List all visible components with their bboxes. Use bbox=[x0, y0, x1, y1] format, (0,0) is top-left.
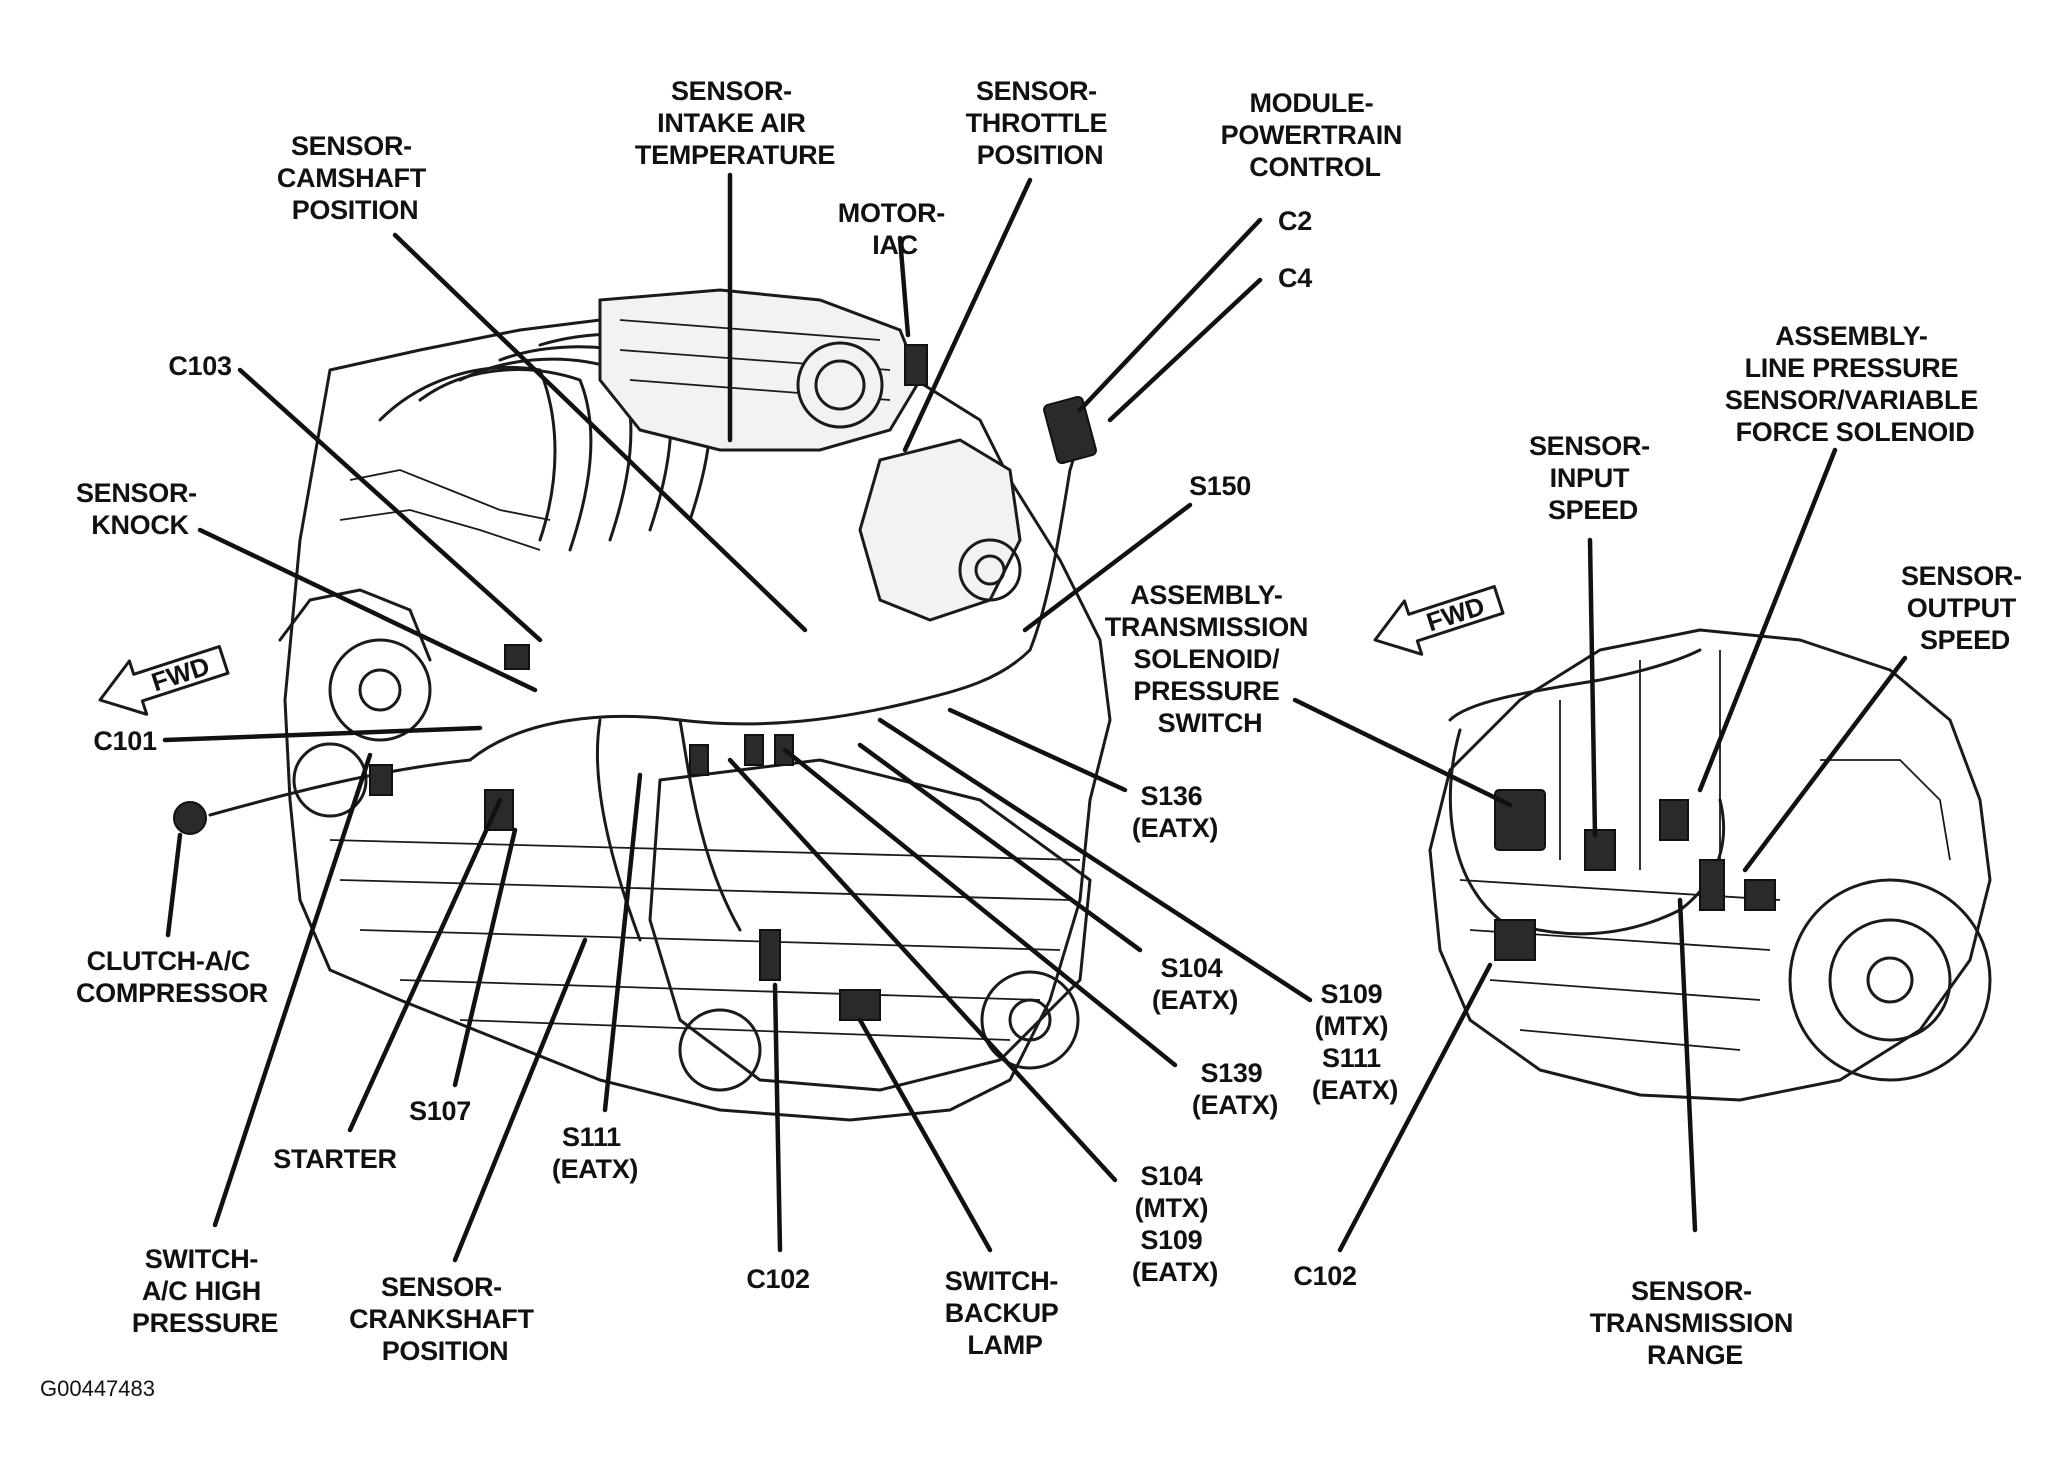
engine-assembly-illustration bbox=[173, 288, 1112, 1122]
label-switch-backup-lamp: SWITCH- BACKUP LAMP bbox=[945, 1266, 1066, 1360]
fwd-arrow-left: FWD bbox=[98, 645, 230, 716]
leader-input-speed bbox=[1587, 537, 1598, 838]
label-transmission-range: SENSOR- TRANSMISSION RANGE bbox=[1590, 1276, 1801, 1370]
leader-s136 bbox=[947, 707, 1128, 793]
leader-crankshaft-position bbox=[452, 937, 588, 1263]
label-throttle-position: SENSOR- THROTTLE POSITION bbox=[966, 76, 1115, 170]
diagram-labels: SENSOR- CAMSHAFT POSITION SENSOR- INTAKE… bbox=[76, 76, 2029, 1370]
label-intake-air-temperature: SENSOR- INTAKE AIR TEMPERATURE bbox=[635, 76, 835, 170]
fwd-arrow-left-text: FWD bbox=[148, 650, 214, 697]
leader-sensor-knock bbox=[197, 527, 538, 693]
label-assembly-transmission-solenoid: ASSEMBLY- TRANSMISSION SOLENOID/ PRESSUR… bbox=[1105, 580, 1316, 738]
leader-s150 bbox=[1022, 502, 1193, 633]
label-camshaft-position: SENSOR- CAMSHAFT POSITION bbox=[277, 131, 433, 225]
leader-c102-right bbox=[1337, 962, 1493, 1253]
label-c4: C4 bbox=[1278, 263, 1312, 293]
leader-s109-mtx bbox=[877, 717, 1313, 1003]
leader-line-pressure-sensor bbox=[1697, 447, 1838, 793]
figure-id: G00447483 bbox=[40, 1376, 155, 1401]
leader-s111-eatx bbox=[602, 772, 643, 1113]
label-motor-iac: MOTOR- IAC bbox=[838, 198, 952, 260]
label-s104-mtx: S104 (MTX) S109 (EATX) bbox=[1132, 1161, 1218, 1287]
leader-c2 bbox=[1077, 217, 1263, 413]
leader-switch-backup-lamp bbox=[857, 1017, 993, 1253]
label-s139: S139 (EATX) bbox=[1192, 1058, 1278, 1120]
label-output-speed: SENSOR- OUTPUT SPEED bbox=[1901, 561, 2029, 655]
label-input-speed: SENSOR- INPUT SPEED bbox=[1529, 431, 1657, 525]
leader-assembly-transmission-solenoid bbox=[1292, 697, 1513, 808]
leader-lines bbox=[162, 172, 1908, 1263]
leader-clutch-ac-compressor bbox=[165, 832, 183, 938]
label-s111-eatx: S111 (EATX) bbox=[552, 1122, 638, 1184]
leader-s104-eatx bbox=[857, 742, 1143, 953]
label-switch-ac-high-pressure: SWITCH- A/C HIGH PRESSURE bbox=[132, 1244, 278, 1338]
leader-switch-ac-high-pressure bbox=[212, 752, 373, 1228]
transaxle-illustration bbox=[1428, 628, 1992, 1102]
leader-throttle-position bbox=[902, 177, 1033, 453]
label-s150: S150 bbox=[1189, 471, 1251, 501]
leader-s139 bbox=[782, 747, 1178, 1068]
label-c2: C2 bbox=[1278, 206, 1312, 236]
leader-c101 bbox=[162, 725, 483, 743]
fwd-arrow-right-text: FWD bbox=[1423, 590, 1489, 637]
fwd-arrow-right: FWD bbox=[1373, 585, 1505, 656]
leader-c4 bbox=[1107, 277, 1263, 423]
label-c102-right: C102 bbox=[1293, 1261, 1356, 1291]
label-sensor-knock: SENSOR- KNOCK bbox=[76, 478, 204, 540]
label-c103: C103 bbox=[168, 351, 232, 381]
leader-motor-iac bbox=[897, 235, 911, 338]
leader-starter bbox=[347, 797, 503, 1133]
leader-s104-mtx bbox=[727, 757, 1118, 1183]
label-s109-mtx: S109 (MTX) S111 (EATX) bbox=[1312, 979, 1398, 1105]
label-starter: STARTER bbox=[273, 1144, 396, 1174]
label-c101: C101 bbox=[93, 726, 157, 756]
label-crankshaft-position: SENSOR- CRANKSHAFT POSITION bbox=[349, 1272, 541, 1366]
leader-transmission-range bbox=[1677, 897, 1698, 1233]
label-s104-eatx: S104 (EATX) bbox=[1152, 953, 1238, 1015]
leader-c102-left bbox=[772, 982, 783, 1253]
leader-output-speed bbox=[1742, 655, 1908, 873]
leader-c103 bbox=[237, 367, 543, 643]
label-module-powertrain-control: MODULE- POWERTRAIN CONTROL bbox=[1221, 88, 1410, 182]
label-s136: S136 (EATX) bbox=[1132, 781, 1218, 843]
label-c102-left: C102 bbox=[746, 1264, 809, 1294]
label-s107: S107 bbox=[409, 1096, 471, 1126]
leader-camshaft-position bbox=[392, 232, 808, 633]
label-line-pressure-sensor: ASSEMBLY- LINE PRESSURE SENSOR/VARIABLE … bbox=[1725, 321, 1985, 447]
label-clutch-ac-compressor: CLUTCH-A/C COMPRESSOR bbox=[76, 946, 268, 1008]
leader-s107 bbox=[452, 827, 518, 1088]
